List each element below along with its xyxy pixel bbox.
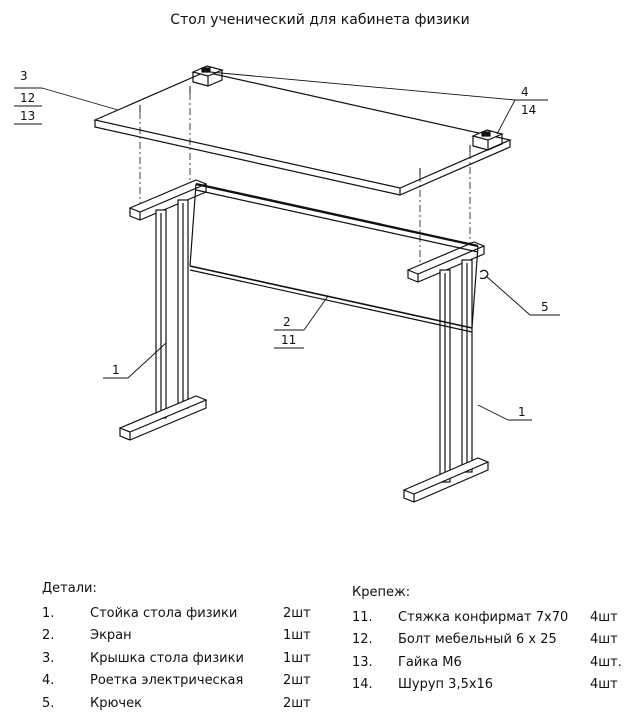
fastener-quantity: 4шт xyxy=(590,609,618,625)
leader-lines xyxy=(14,71,560,421)
part-quantity: 1шт xyxy=(283,650,311,666)
table-top xyxy=(93,71,512,196)
fastener-quantity: 4шт xyxy=(590,632,618,648)
callout-12: 12 xyxy=(20,91,35,105)
fastener-name: Гайка М6 xyxy=(398,654,462,670)
fasteners-header: Крепеж: xyxy=(352,585,411,600)
top-fastener-marks xyxy=(139,86,471,175)
parts-row: 2. Экран 1шт xyxy=(42,625,323,648)
parts-row: 4. Роетка электрическая 2шт xyxy=(42,670,323,693)
parts-list: Детали: 1. Стойка стола физики 2шт 2. Эк… xyxy=(42,581,323,715)
desk-assembly-drawing: 3 12 13 4 14 5 2 11 1 1 xyxy=(14,65,560,503)
fastener-quantity: 4шт. xyxy=(590,654,622,670)
part-quantity: 1шт xyxy=(283,628,311,644)
parts-row: 1. Стойка стола физики 2шт xyxy=(42,602,323,625)
callout-5: 5 xyxy=(541,300,549,314)
part-name: Роетка электрическая xyxy=(90,673,244,689)
part-name: Экран xyxy=(90,628,132,644)
callout-3: 3 xyxy=(20,69,28,83)
fastener-name: Болт мебельный 6 x 25 xyxy=(398,632,557,648)
callout-14: 14 xyxy=(521,103,536,117)
callout-13: 13 xyxy=(20,109,35,123)
assembly-lines xyxy=(139,93,471,265)
part-name: Крышка стола физики xyxy=(90,650,244,666)
parts-row: 3. Крышка стола физики 1шт xyxy=(42,647,323,670)
part-quantity: 2шт xyxy=(283,695,311,711)
part-name: Стойка стола физики xyxy=(90,605,238,621)
part-name: Крючек xyxy=(90,695,142,711)
hook xyxy=(479,269,489,280)
socket-right xyxy=(471,129,504,151)
part-number: 2. xyxy=(42,628,55,644)
fastener-row: 14. Шуруп 3,5x16 4шт xyxy=(352,674,630,697)
part-number: 5. xyxy=(42,695,55,711)
part-number: 1. xyxy=(42,605,55,621)
callout-1-left: 1 xyxy=(112,363,120,377)
callout-4: 4 xyxy=(521,85,529,99)
part-quantity: 2шт xyxy=(283,673,311,689)
fastener-name: Шуруп 3,5x16 xyxy=(398,677,494,693)
fastener-row: 11. Стяжка конфирмат 7x70 4шт xyxy=(352,606,630,629)
callout-11: 11 xyxy=(281,333,296,347)
leg-right xyxy=(402,241,490,503)
part-number: 3. xyxy=(42,650,55,666)
leg-left xyxy=(118,179,208,441)
fastener-number: 12. xyxy=(352,632,373,648)
part-quantity: 2шт xyxy=(283,605,311,621)
parts-header: Детали: xyxy=(42,581,97,596)
parts-row: 5. Крючек 2шт xyxy=(42,692,323,715)
fastener-number: 14. xyxy=(352,677,373,693)
part-number: 4. xyxy=(42,673,55,689)
fastener-row: 12. Болт мебельный 6 x 25 4шт xyxy=(352,629,630,652)
socket-left xyxy=(191,65,224,87)
callout-1-right: 1 xyxy=(518,405,526,419)
fasteners-list: Крепеж: 11. Стяжка конфирмат 7x70 4шт 12… xyxy=(352,585,630,696)
drawing-title: Стол ученический для кабинета физики xyxy=(170,12,470,28)
fastener-row: 13. Гайка М6 4шт. xyxy=(352,651,630,674)
callout-2: 2 xyxy=(283,315,291,329)
screen-panel xyxy=(189,182,479,333)
fastener-number: 11. xyxy=(352,609,373,625)
fastener-name: Стяжка конфирмат 7x70 xyxy=(398,609,569,625)
fastener-number: 13. xyxy=(352,654,373,670)
fastener-quantity: 4шт xyxy=(590,677,618,693)
